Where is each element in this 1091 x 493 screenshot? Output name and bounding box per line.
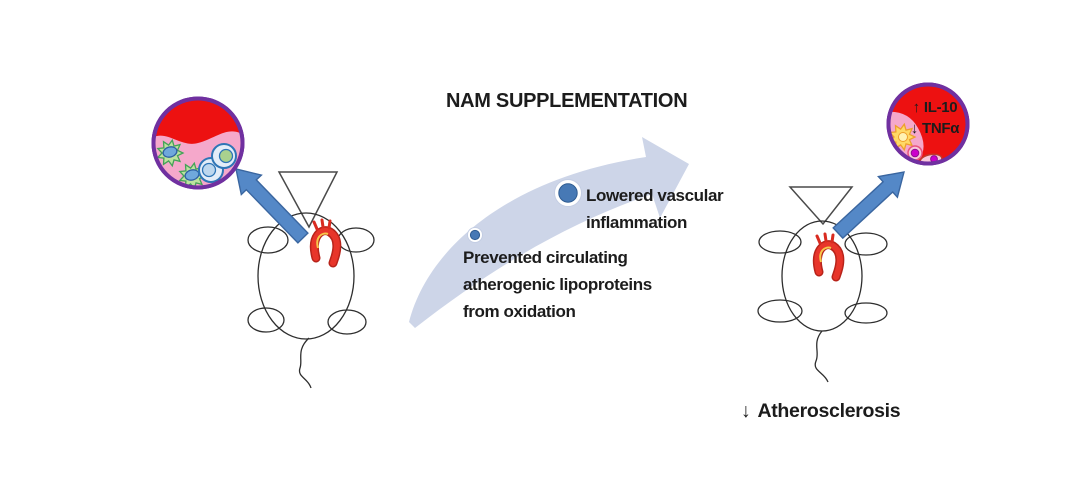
benefit-line: inflammation xyxy=(586,213,687,232)
aorta-icon xyxy=(813,232,845,282)
mouse-body xyxy=(781,220,863,332)
mouse-paw xyxy=(757,299,803,323)
mouse-tail xyxy=(298,337,312,389)
mouse-head xyxy=(277,171,339,229)
mouse-paw xyxy=(247,307,285,333)
benefit-line: from oxidation xyxy=(463,302,576,321)
mouse-paw xyxy=(758,230,802,254)
mouse-paw xyxy=(844,232,888,256)
mouse-paw xyxy=(337,227,375,253)
benefit-lowered-inflammation: Lowered vascular inflammation xyxy=(586,182,724,236)
cytokine-readout: ↑IL-10 ↓TNFα xyxy=(893,97,977,139)
mouse-tail xyxy=(814,330,829,383)
foam-cell-icon xyxy=(198,143,237,183)
benefit-prevented-oxidation: Prevented circulating atherogenic lipopr… xyxy=(463,244,652,325)
cytokine-line: ↑IL-10 xyxy=(893,97,977,118)
zoom-arrow-left-icon xyxy=(235,168,309,244)
mouse-head xyxy=(788,186,854,226)
mouse-untreated xyxy=(247,171,375,389)
down-arrow-icon: ↓ xyxy=(910,120,919,137)
benefit-line: atherogenic lipoproteins xyxy=(463,275,652,294)
mouse-body xyxy=(257,212,355,340)
mouse-treated xyxy=(757,186,888,383)
up-arrow-icon: ↑ xyxy=(912,99,921,116)
macrophage-icon xyxy=(157,139,184,167)
zoom-arrow-right-icon xyxy=(832,171,905,240)
milestone-dot-large-icon xyxy=(554,179,582,207)
milestone-dot-small-icon xyxy=(467,227,483,243)
down-arrow-icon: ↓ xyxy=(741,400,751,422)
outcome-label: ↓ Atherosclerosis xyxy=(741,400,901,423)
benefit-line: Lowered vascular xyxy=(586,186,724,205)
outcome-text: Atherosclerosis xyxy=(757,400,901,422)
cytokine-label: IL-10 xyxy=(923,99,958,116)
activated-cell-icon xyxy=(889,123,916,151)
figure-title: NAM SUPPLEMENTATION xyxy=(446,90,688,112)
cytokine-label: TNFα xyxy=(922,120,960,137)
nam-supplementation-arrow-icon xyxy=(409,137,689,328)
mouse-paw xyxy=(247,226,289,254)
immune-cell-icon xyxy=(907,145,923,161)
cytokine-line: ↓TNFα xyxy=(893,118,977,139)
benefit-line: Prevented circulating xyxy=(463,248,628,267)
mouse-paw xyxy=(844,302,888,324)
mouse-paw xyxy=(327,309,367,335)
plaque-inset-before xyxy=(151,96,245,190)
aorta-icon xyxy=(310,218,342,268)
